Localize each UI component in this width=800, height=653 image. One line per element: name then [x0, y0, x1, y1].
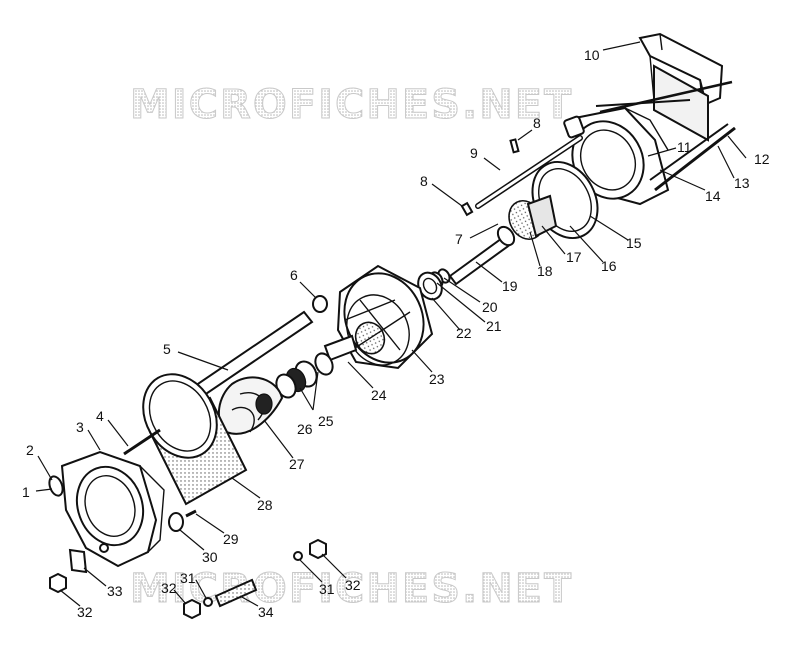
nozzle-housing-part-3: [60, 450, 165, 568]
callout-6: 6: [290, 267, 298, 283]
stator-housing-part-23: [336, 264, 434, 370]
seals-part-25-26: [275, 352, 334, 399]
callout-26: 26: [297, 421, 313, 437]
o-ring-part-6: [312, 295, 328, 313]
callout-31-left: 31: [180, 570, 196, 586]
watermark-top: MICROFICHES.NET: [130, 82, 573, 128]
wear-sleeve-part-28: [142, 373, 248, 506]
rod-part-9: [475, 135, 583, 209]
callout-32-right: 32: [345, 577, 361, 593]
callout-24: 24: [371, 387, 387, 403]
stud-part-4: [123, 428, 161, 456]
callout-19: 19: [502, 278, 518, 294]
bolt-part-8-upper: [509, 138, 520, 154]
callout-14: 14: [705, 188, 721, 204]
callout-12: 12: [754, 151, 770, 167]
callout-9: 9: [470, 145, 478, 161]
callout-labels: 1 2 3 4 5 6 7 8 8 9 10 11 12 13 14 15 16…: [22, 47, 770, 620]
plate-part-33: [68, 548, 88, 574]
callout-21: 21: [486, 318, 502, 334]
callout-30: 30: [202, 549, 218, 565]
callout-33: 33: [107, 583, 123, 599]
callout-8-upper: 8: [533, 115, 541, 131]
drive-shaft-part-19: [448, 225, 516, 286]
o-ring-part-2: [48, 475, 64, 497]
nut-part-32-left: [49, 572, 67, 594]
callout-7: 7: [455, 231, 463, 247]
callout-16: 16: [601, 258, 617, 274]
callout-18: 18: [537, 263, 553, 279]
callout-34: 34: [258, 604, 274, 620]
callout-15: 15: [626, 235, 642, 251]
callout-8-lower: 8: [420, 173, 428, 189]
studs-part-12-13-14: [595, 80, 736, 192]
callout-28: 28: [257, 497, 273, 513]
bolt-part-34: [214, 578, 258, 608]
leader-lines: [35, 41, 747, 607]
washer-part-31-right: [293, 551, 303, 561]
bolt-part-8-lower: [460, 201, 474, 217]
callout-23: 23: [429, 371, 445, 387]
nut-part-32-right: [309, 538, 327, 560]
callout-3: 3: [76, 419, 84, 435]
callout-25: 25: [318, 413, 334, 429]
washer-part-31-left: [203, 597, 213, 607]
callout-10: 10: [584, 47, 600, 63]
callout-32-mid: 32: [161, 580, 177, 596]
callout-31-right: 31: [319, 581, 335, 597]
impeller-part-27: [217, 376, 284, 435]
impeller-cap-part-17-18: [508, 194, 558, 240]
callout-20: 20: [482, 299, 498, 315]
callout-2: 2: [26, 442, 34, 458]
pump-housing-part-11: [563, 106, 670, 206]
callout-27: 27: [289, 456, 305, 472]
bracket-part-10: [638, 32, 724, 142]
callout-17: 17: [566, 249, 582, 265]
callout-29: 29: [223, 531, 239, 547]
washer-near-33: [99, 543, 109, 553]
nut-part-32-mid: [183, 598, 201, 620]
callout-5: 5: [163, 341, 171, 357]
callout-22: 22: [456, 325, 472, 341]
watermark-bottom: MICROFICHES.NET: [130, 566, 573, 612]
callout-32-left: 32: [77, 604, 93, 620]
callout-4: 4: [96, 408, 104, 424]
callout-11: 11: [677, 139, 692, 155]
screw-part-29-30: [168, 509, 197, 532]
callout-1: 1: [22, 484, 30, 500]
callout-13: 13: [734, 175, 750, 191]
